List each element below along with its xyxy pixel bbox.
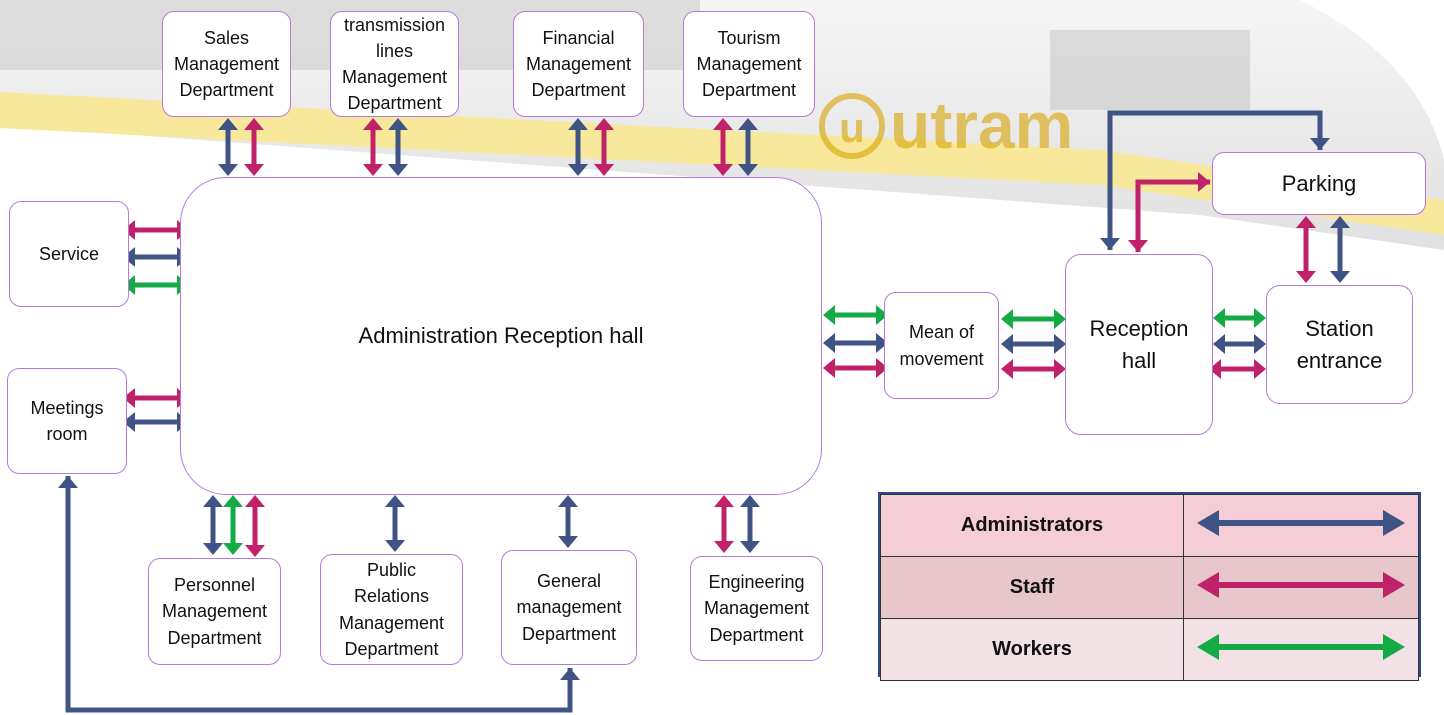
connector-reception-station-workers [1213, 308, 1266, 328]
connector-movement-reception-admin [1001, 334, 1066, 354]
reception-hall-node: Reception hall [1065, 254, 1213, 435]
connector-reception-parking-staff [1128, 172, 1210, 252]
svg-text:u: u [839, 104, 865, 151]
administration-reception-hall-node: Administration Reception hall [180, 177, 822, 495]
tram-logo: u utram [819, 88, 1073, 162]
general-management-node: General management Department [501, 550, 637, 665]
connector-tourism-staff [713, 118, 733, 176]
connector-meetings-general-admin [58, 476, 580, 713]
legend-row-staff: Staff [880, 556, 1419, 619]
connector-financial-admin [568, 118, 588, 176]
connector-reception-station-staff [1209, 359, 1266, 379]
connector-transmission-staff [363, 118, 383, 176]
legend-row-workers: Workers [880, 618, 1419, 681]
connector-engineering-staff [714, 495, 734, 553]
legend-label-administrators: Administrators [880, 494, 1184, 557]
connector-personnel-admin [203, 495, 223, 555]
double-arrow-icon [1197, 510, 1405, 536]
legend-row-administrators: Administrators [880, 494, 1419, 557]
connector-publicrelations-admin [385, 495, 405, 552]
legend-label-staff: Staff [880, 556, 1184, 619]
legend-arrow-staff [1183, 556, 1419, 619]
financial-management-node: Financial Management Department [513, 11, 644, 117]
tourism-management-node: Tourism Management Department [683, 11, 815, 117]
connector-sales-staff [244, 118, 264, 176]
connector-transmission-admin [388, 118, 408, 176]
double-arrow-icon [1197, 634, 1405, 660]
sales-management-node: Sales Management Department [162, 11, 291, 117]
connector-reception-station-admin [1213, 334, 1266, 354]
transmission-lines-management-node: transmission lines Management Department [330, 11, 459, 117]
connector-hall-movement-workers [823, 305, 888, 325]
connector-movement-reception-staff [1001, 359, 1066, 379]
double-arrow-icon [1197, 572, 1405, 598]
connector-hall-movement-admin [823, 333, 888, 353]
connector-personnel-workers [223, 495, 243, 555]
legend-arrow-workers [1183, 618, 1419, 681]
connector-parking-station-admin [1330, 216, 1350, 283]
personnel-management-node: Personnel Management Department [148, 558, 281, 665]
connector-engineering-admin [740, 495, 760, 553]
legend-arrow-administrators [1183, 494, 1419, 557]
connector-reception-parking-admin [1100, 110, 1330, 250]
station-entrance-node: Station entrance [1266, 285, 1413, 404]
connector-hall-movement-staff [823, 358, 888, 378]
legend-table: Administrators Staff Workers [880, 494, 1419, 681]
legend-label-workers: Workers [880, 618, 1184, 681]
mean-of-movement-node: Mean of movement [884, 292, 999, 399]
connector-sales-admin [218, 118, 238, 176]
parking-node: Parking [1212, 152, 1426, 215]
public-relations-management-node: Public Relations Management Department [320, 554, 463, 665]
engineering-management-node: Engineering Management Department [690, 556, 823, 661]
service-node: Service [9, 201, 129, 307]
svg-text:utram: utram [890, 88, 1073, 162]
connector-financial-staff [594, 118, 614, 176]
connector-personnel-staff [245, 495, 265, 557]
legend: Administrators Staff Workers [878, 492, 1421, 681]
connector-movement-reception-workers [1001, 309, 1066, 329]
meetings-room-node: Meetings room [7, 368, 127, 474]
connector-general-admin [558, 495, 578, 548]
connector-tourism-admin [738, 118, 758, 176]
connector-parking-station-staff [1296, 216, 1316, 283]
